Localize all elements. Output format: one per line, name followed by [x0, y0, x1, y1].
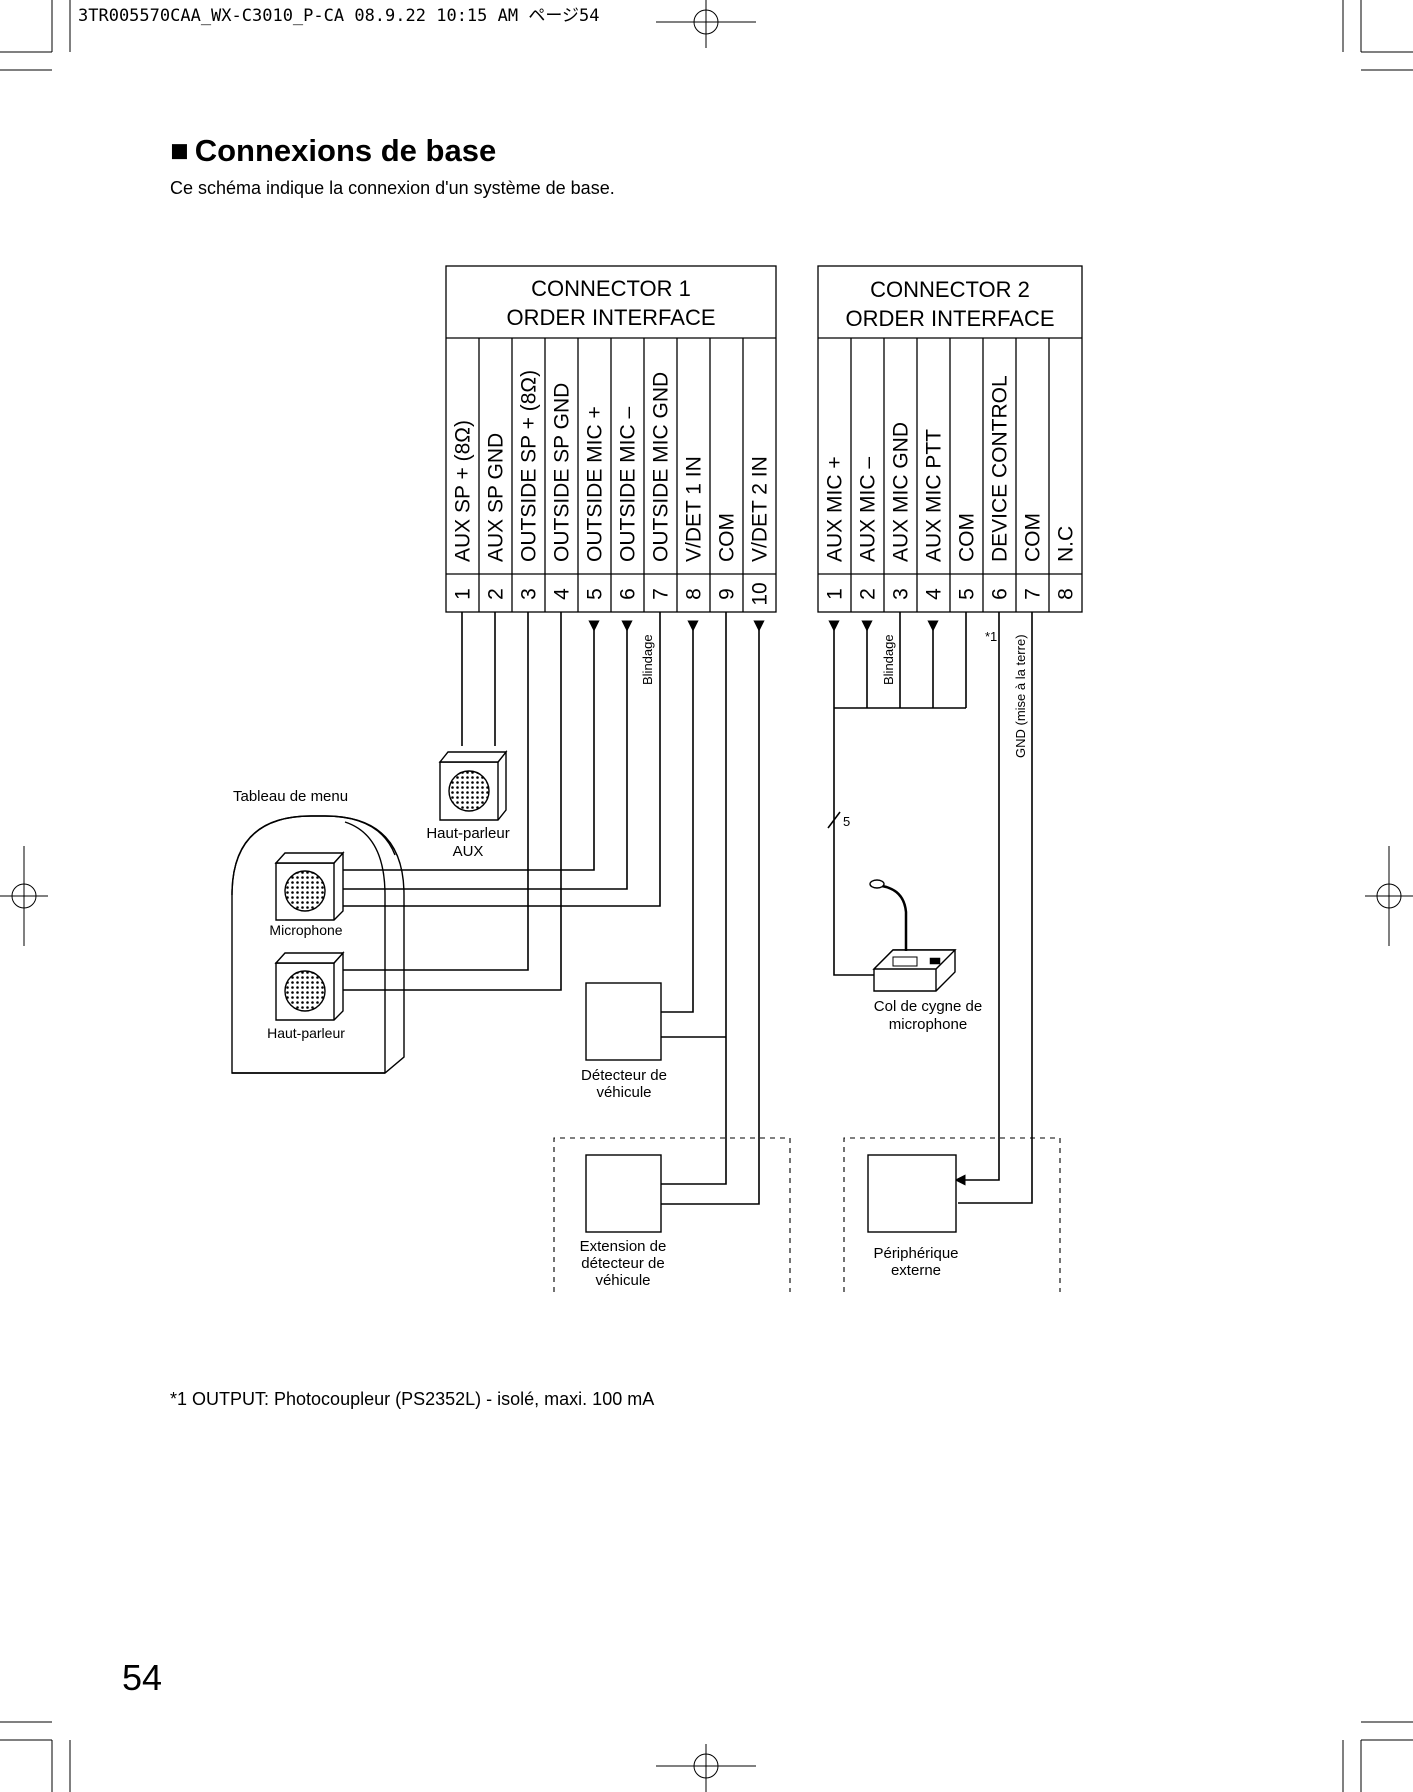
gooseneck-microphone-icon: [869, 879, 957, 992]
connector-2-pin-3-number: 3: [890, 588, 913, 600]
connector-2-title-line2: ORDER INTERFACE: [845, 306, 1054, 331]
external-peripheral-box: [867, 1154, 957, 1233]
intro-text: Ce schéma indique la connexion d'un syst…: [170, 178, 615, 198]
connector-1-pin-7-number: 7: [650, 588, 673, 600]
menu-board-label: Tableau de menu: [233, 788, 348, 805]
blindage-label-connector-1: Blindage: [640, 634, 655, 685]
connector-1-pin-3-label: OUTSIDE SP + (8Ω): [518, 370, 541, 562]
connector-2-pin-4-number: 4: [923, 588, 946, 600]
registration-mark-left: [0, 846, 48, 946]
gooseneck-label-line2: microphone: [889, 1016, 967, 1033]
connector-2-wiring: [827, 612, 1033, 1204]
connector-1-pin-10-number: 10: [749, 582, 772, 605]
aux-speaker-label-line2: AUX: [453, 843, 484, 860]
connector-2-pin-7-number: 7: [1022, 588, 1045, 600]
connector-1-pin-9-label: COM: [716, 513, 739, 562]
registration-mark-top: [656, 0, 756, 48]
footnote-marker: *1: [985, 629, 997, 644]
speaker-label: Haut-parleur: [267, 1025, 345, 1041]
connector-2-pin-4-label: AUX MIC PTT: [923, 429, 946, 562]
heading-square-icon: ■: [170, 133, 189, 168]
extension-detector-label-line3: véhicule: [595, 1272, 650, 1289]
connector-1-title-line2: ORDER INTERFACE: [506, 305, 715, 330]
connector-1-pin-2-label: AUX SP GND: [485, 433, 508, 562]
connector-1-pin-6-label: OUTSIDE MIC –: [617, 406, 640, 562]
vehicle-detector-label-line1: Détecteur de: [581, 1067, 667, 1084]
connector-1-pin-4-number: 4: [551, 588, 574, 600]
connector-1-pin-7-label: OUTSIDE MIC GND: [650, 372, 673, 562]
wire-count-label: 5: [843, 814, 850, 829]
connector-2-pins: AUX MIC + 1 AUX MIC – 2 AUX MIC GND 3 AUX MIC …: [824, 375, 1078, 600]
connector-2-pin-6-label: DEVICE CONTROL: [989, 375, 1012, 562]
speaker-icon: [274, 951, 345, 1021]
external-peripheral-label-line1: Périphérique: [873, 1245, 958, 1262]
connector-2-pin-8-number: 8: [1055, 588, 1078, 600]
footnote: *1 OUTPUT: Photocoupleur (PS2352L) - iso…: [170, 1389, 654, 1409]
connector-1-pin-8-label: V/DET 1 IN: [683, 456, 706, 562]
connector-1-pin-1-number: 1: [452, 588, 475, 600]
gnd-label: GND (mise à la terre): [1013, 634, 1028, 758]
extension-detector-label-line1: Extension de: [580, 1238, 667, 1255]
connector-1-pin-10-label: V/DET 2 IN: [749, 456, 772, 562]
registration-mark-right: [1365, 846, 1413, 946]
optional-area-outlines: [553, 1137, 1061, 1292]
gooseneck-label-line1: Col de cygne de: [874, 998, 982, 1015]
connector-1: [445, 265, 777, 613]
external-peripheral-label-line2: externe: [891, 1262, 941, 1279]
connector-2-pin-5-number: 5: [956, 588, 979, 600]
connector-1-pin-5-label: OUTSIDE MIC +: [584, 406, 607, 562]
connector-2-pin-2-number: 2: [857, 588, 880, 600]
connector-2-pin-5-label: COM: [956, 513, 979, 562]
connector-2-pin-6-number: 6: [989, 588, 1012, 600]
connector-1-pin-4-label: OUTSIDE SP GND: [551, 383, 574, 562]
microphone-label: Microphone: [269, 922, 342, 938]
connector-1-pin-2-number: 2: [485, 588, 508, 600]
connector-2: [817, 265, 1083, 613]
connector-1-pin-5-number: 5: [584, 588, 607, 600]
connector-2-title-line1: CONNECTOR 2: [870, 277, 1030, 302]
vehicle-detector-box: [585, 982, 662, 1061]
menu-board: [231, 815, 405, 1074]
connector-1-pin-6-number: 6: [617, 588, 640, 600]
extension-detector-box: [585, 1154, 662, 1233]
connector-2-pin-1-number: 1: [824, 588, 847, 600]
connector-1-wiring: [343, 612, 765, 1205]
connector-2-pin-2-label: AUX MIC –: [857, 457, 880, 562]
blindage-label-connector-2: Blindage: [881, 634, 896, 685]
heading-title: Connexions de base: [195, 133, 496, 168]
connector-1-pin-3-number: 3: [518, 588, 541, 600]
connector-1-pin-9-number: 9: [716, 588, 739, 600]
microphone-icon: [274, 851, 345, 921]
vehicle-detector-label-line2: véhicule: [596, 1084, 651, 1101]
aux-speaker-label-line1: Haut-parleur: [426, 825, 509, 842]
aux-speaker-icon: [438, 750, 508, 821]
registration-mark-bottom: [656, 1744, 756, 1792]
page-number: 54: [122, 1657, 162, 1698]
connector-2-pin-1-label: AUX MIC +: [824, 456, 847, 562]
connector-1-title-line1: CONNECTOR 1: [531, 276, 691, 301]
connector-1-pin-8-number: 8: [683, 588, 706, 600]
section-heading: ■Connexions de base: [170, 133, 496, 168]
connector-2-pin-8-label: N.C: [1055, 526, 1078, 562]
connector-2-pin-3-label: AUX MIC GND: [890, 422, 913, 562]
print-slug: 3TR005570CAA_WX-C3010_P-CA 08.9.22 10:15…: [78, 6, 599, 26]
connector-1-pins: AUX SP + (8Ω) 1 AUX SP GND 2 OUTSIDE SP + (8…: [452, 370, 772, 606]
extension-detector-label-line2: détecteur de: [581, 1255, 664, 1272]
connector-1-pin-1-label: AUX SP + (8Ω): [452, 420, 475, 562]
connector-2-pin-7-label: COM: [1022, 513, 1045, 562]
